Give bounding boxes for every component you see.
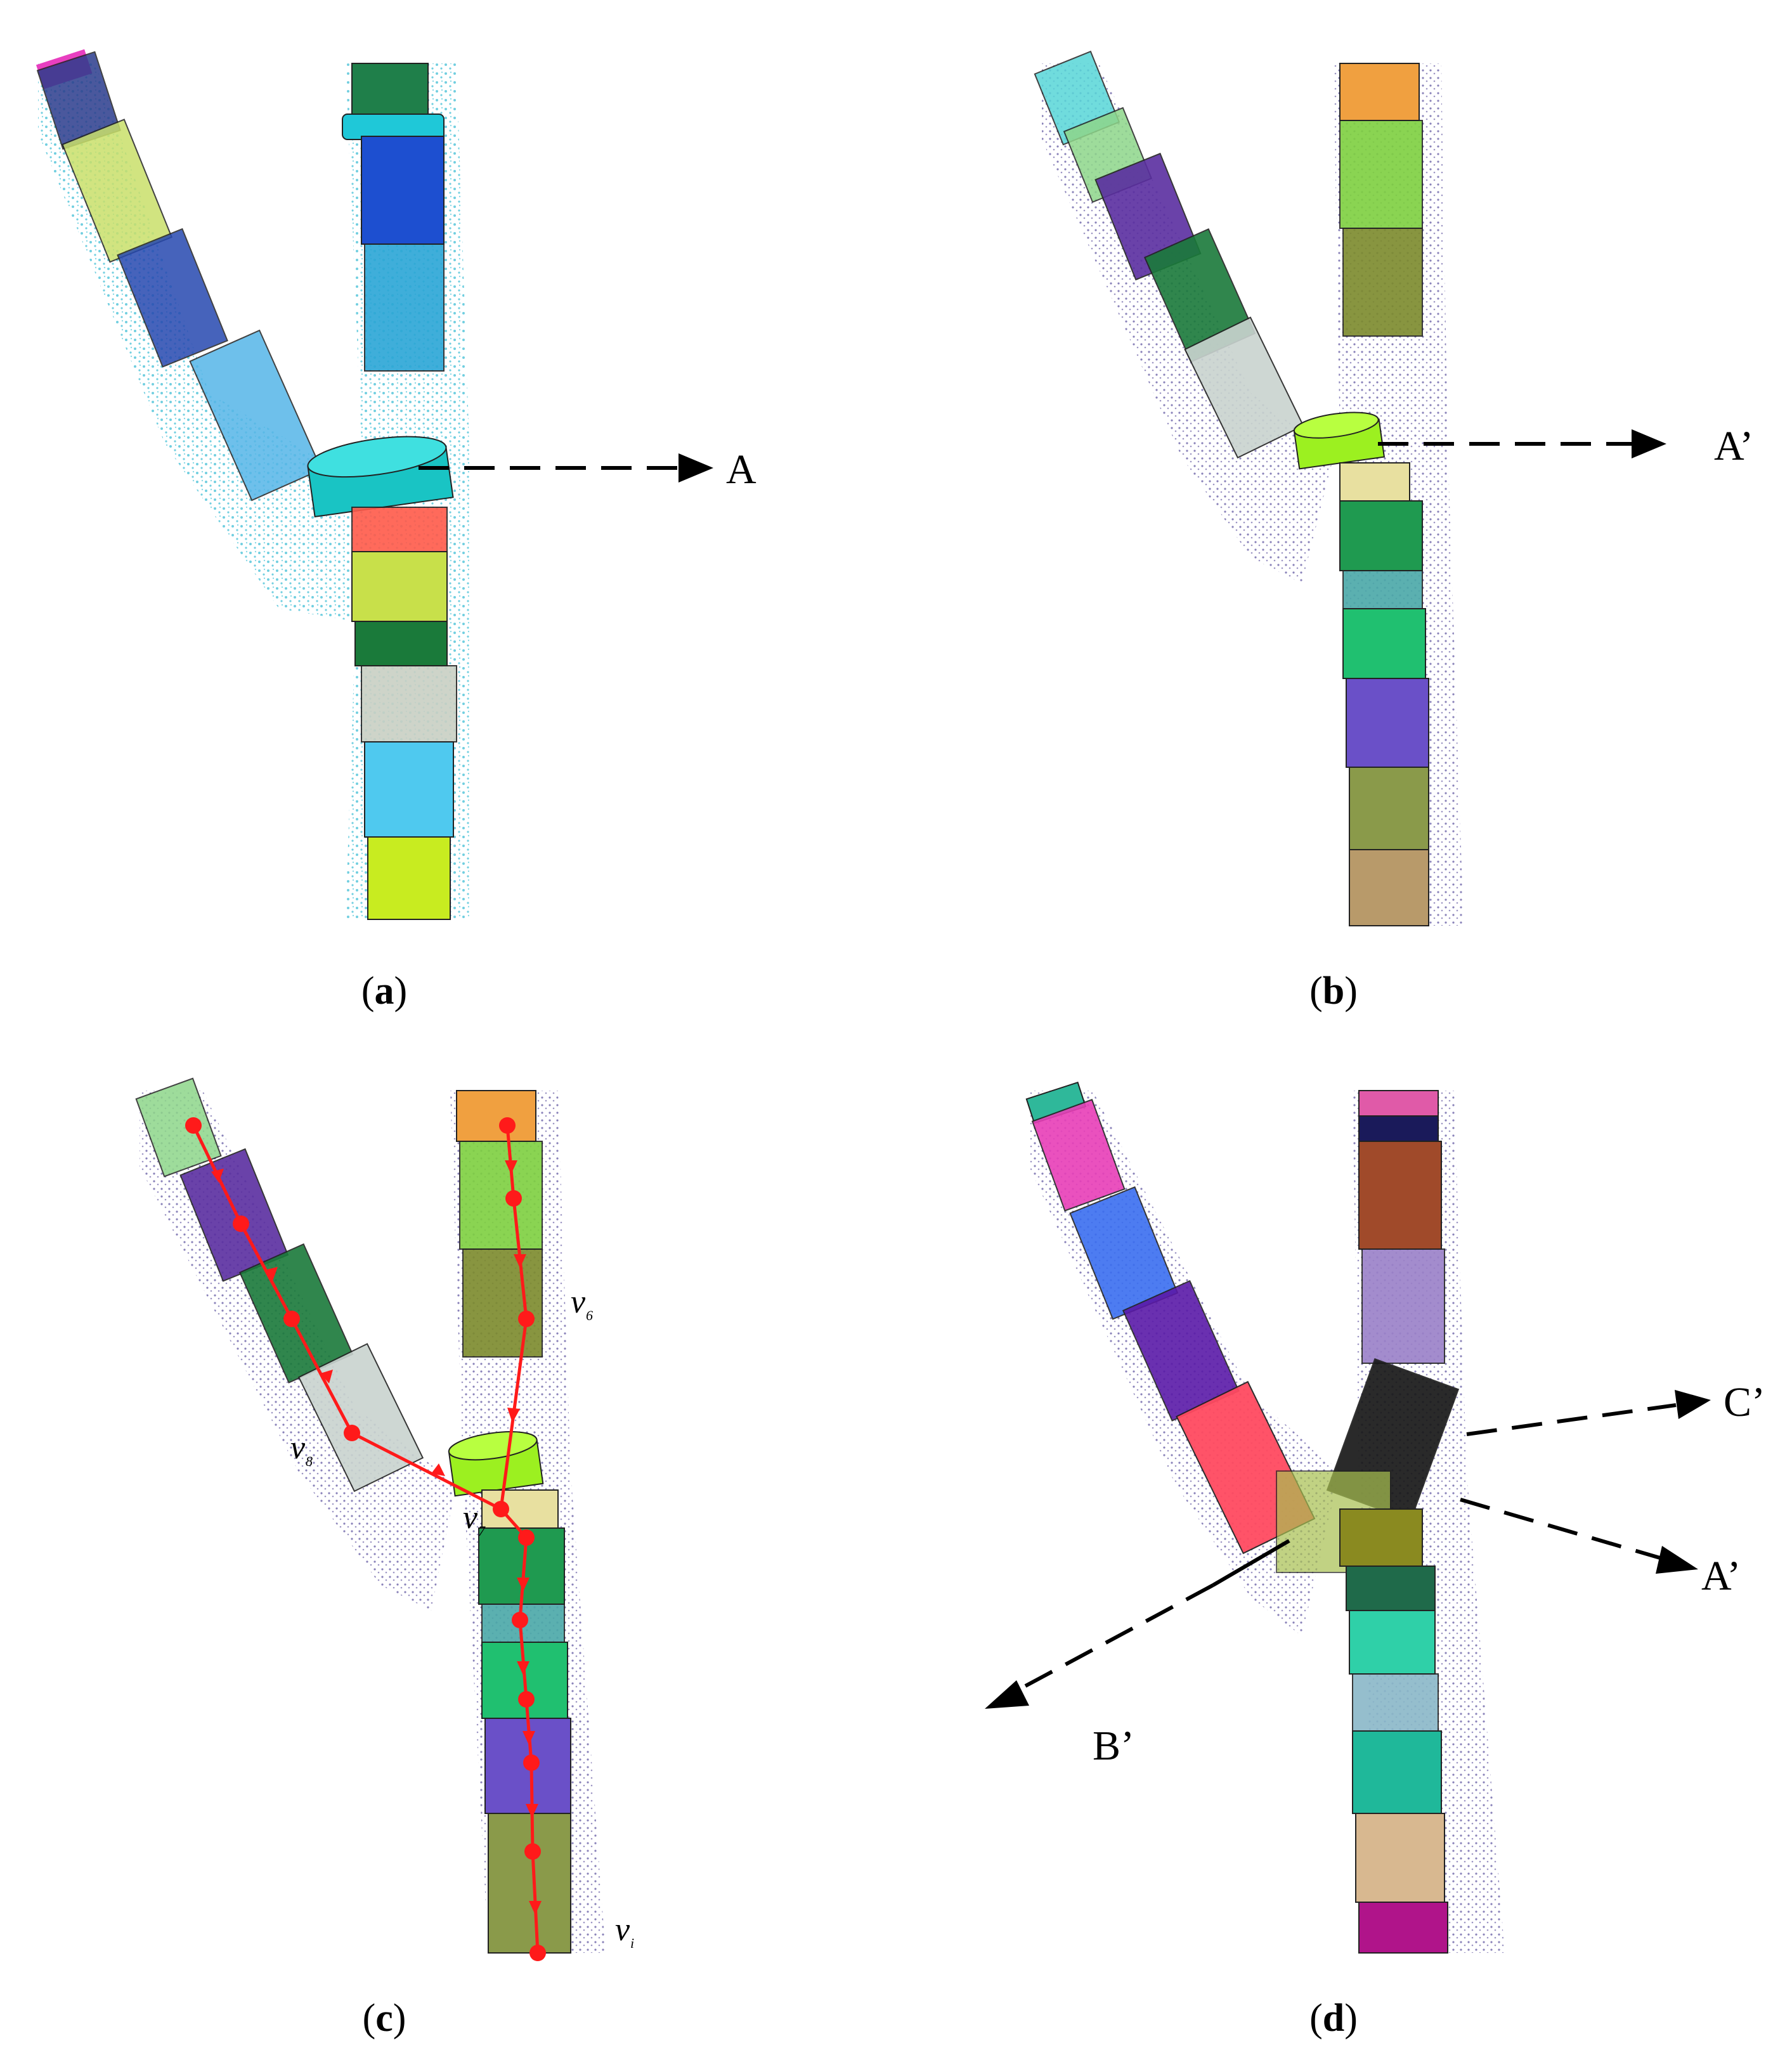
vertex-label-vi-main: v	[615, 1912, 630, 1948]
caption-d-open: (	[1309, 1997, 1323, 2040]
vertex-label-v6-sub: 6	[586, 1307, 593, 1323]
caption-c-close: )	[393, 1997, 406, 2040]
trunk-cylinders	[1276, 1090, 1460, 1954]
panel-a: A (a)	[0, 0, 896, 1027]
branch-cylinders	[1025, 1081, 1316, 1555]
caption-a: (a)	[321, 969, 448, 1014]
vertex-label-vi-sub: i	[630, 1935, 634, 1951]
caption-b-open: (	[1309, 969, 1323, 1013]
vertex-label-v7-main: v	[463, 1500, 478, 1536]
panel-b-figure: A’	[1034, 50, 1753, 926]
callout-arrow-a	[419, 453, 713, 483]
callout-arrow-a-prime	[1378, 429, 1666, 458]
caption-b-letter: b	[1322, 969, 1345, 1013]
branch-cylinders	[1034, 50, 1304, 459]
skeleton-arrowheads	[211, 1160, 542, 1915]
branch-cylinders	[36, 49, 323, 502]
caption-c-open: (	[362, 1997, 376, 2040]
panel-c: v 6 v 8 v 7 v i (c)	[0, 1027, 896, 2055]
callout-arrow-c-prime	[1466, 1390, 1711, 1436]
panel-d-figure: C’ A’ B’	[985, 1081, 1765, 1954]
vertex-label-v7-sub: 7	[478, 1523, 486, 1539]
trunk-cylinders	[448, 1090, 571, 1954]
vertex-label-v7: v 7	[463, 1500, 486, 1539]
caption-b-close: )	[1344, 969, 1358, 1013]
callout-label-a-prime: A’	[1714, 423, 1753, 469]
callout-arrow-a-prime	[1460, 1498, 1698, 1574]
vertex-label-v6-main: v	[571, 1284, 586, 1320]
skeleton-nodes	[185, 1117, 546, 1961]
panel-a-figure: A	[36, 49, 756, 920]
vertex-label-v8-main: v	[290, 1430, 306, 1466]
callout-label-a: A	[726, 446, 756, 493]
caption-c: (c)	[321, 1996, 448, 2041]
vertex-label-vi: v i	[615, 1912, 634, 1951]
vertex-label-v8: v 8	[290, 1430, 313, 1469]
caption-a-letter: a	[374, 969, 394, 1013]
caption-c-letter: c	[375, 1997, 393, 2040]
callout-label-b-prime: B’	[1093, 1723, 1134, 1769]
callout-arrow-b-prime	[985, 1539, 1290, 1709]
callout-label-c-prime: C’	[1724, 1379, 1765, 1425]
caption-a-open: (	[361, 969, 375, 1013]
caption-d-close: )	[1344, 1997, 1358, 2040]
caption-d-letter: d	[1322, 1997, 1345, 2040]
caption-a-close: )	[394, 969, 408, 1013]
trunk-cylinders	[307, 63, 457, 920]
panel-b: A’ (b)	[896, 0, 1792, 1027]
vertex-label-v8-sub: 8	[306, 1453, 313, 1469]
trunk-cylinders	[1293, 63, 1429, 926]
panel-d: C’ A’ B’ (d)	[896, 1027, 1792, 2055]
caption-b: (b)	[1270, 969, 1397, 1014]
caption-d: (d)	[1270, 1996, 1397, 2041]
panel-c-figure: v 6 v 8 v 7 v i	[135, 1077, 634, 1961]
vertex-label-v6: v 6	[571, 1284, 593, 1323]
callout-label-a-prime-d: A’	[1701, 1553, 1741, 1599]
